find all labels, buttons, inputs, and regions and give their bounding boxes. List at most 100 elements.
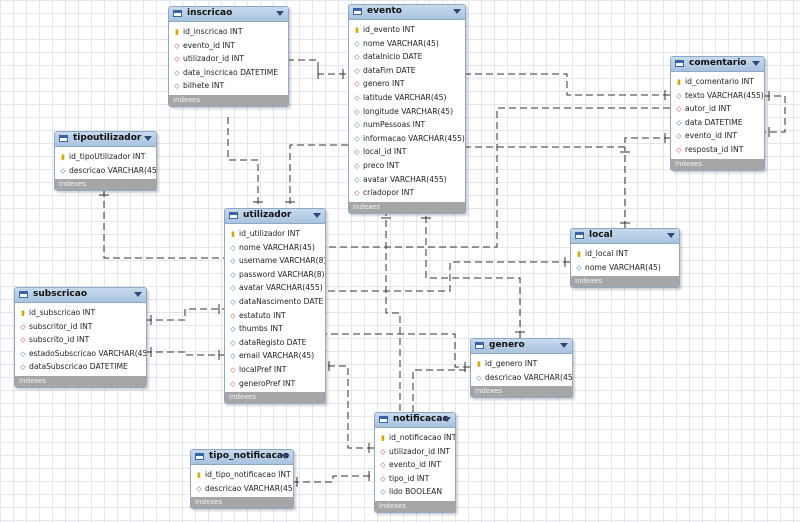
column-row[interactable]: ◇subscrito_id INT xyxy=(15,333,146,347)
column-row[interactable]: ◇password VARCHAR(8) xyxy=(225,268,325,282)
foreign-key-icon: ◇ xyxy=(230,379,236,388)
column-row[interactable]: ◇dataFim DATE xyxy=(349,64,465,78)
indexes-section[interactable]: Indexes xyxy=(671,158,764,170)
table-header[interactable]: inscricao xyxy=(169,7,288,22)
table-genero[interactable]: genero ▮id_genero INT◇descricao VARCHAR(… xyxy=(470,338,573,399)
column-row[interactable]: ◇estatuto INT xyxy=(225,309,325,323)
collapse-arrow-icon[interactable] xyxy=(443,417,451,422)
collapse-arrow-icon[interactable] xyxy=(276,11,284,16)
column-row[interactable]: ◇local_id INT xyxy=(349,145,465,159)
table-header[interactable]: tipoutilizador xyxy=(55,132,156,147)
column-row[interactable]: ◇evento_id INT xyxy=(169,39,288,53)
indexes-section[interactable]: Indexes xyxy=(471,386,572,398)
column-row[interactable]: ◇evento_id INT xyxy=(375,458,455,472)
table-notificacao[interactable]: notificacao ▮id_notificacao INT◇utilizad… xyxy=(374,412,456,513)
column-row[interactable]: ◇lido BOOLEAN xyxy=(375,485,455,499)
column-row[interactable]: ◇dataRegisto DATE xyxy=(225,336,325,350)
table-header[interactable]: evento xyxy=(349,5,465,20)
column-list: ▮id_subscricao INT◇subscritor_id INT◇sub… xyxy=(15,303,146,374)
column-row[interactable]: ◇descricao VARCHAR(45) xyxy=(471,371,572,385)
table-local[interactable]: local ▮id_local INT◇nome VARCHAR(45) Ind… xyxy=(570,228,680,289)
column-row[interactable]: ◇criadopor INT xyxy=(349,186,465,200)
column-row[interactable]: ◇resposta_id INT xyxy=(671,143,764,157)
column-label: nome VARCHAR(45) xyxy=(585,262,661,272)
column-row[interactable]: ◇thumbs INT xyxy=(225,322,325,336)
column-row[interactable]: ◇nome VARCHAR(45) xyxy=(571,261,679,275)
collapse-arrow-icon[interactable] xyxy=(752,61,760,66)
table-header[interactable]: local xyxy=(571,229,679,244)
indexes-section[interactable]: Indexes xyxy=(375,500,455,512)
indexes-section[interactable]: Indexes xyxy=(169,94,288,106)
column-row[interactable]: ▮id_tipo_notificacao INT xyxy=(191,468,293,482)
column-row[interactable]: ◇localPref INT xyxy=(225,363,325,377)
column-row[interactable]: ◇preco INT xyxy=(349,159,465,173)
column-row[interactable]: ▮id_comentario INT xyxy=(671,75,764,89)
column-row[interactable]: ◇username VARCHAR(8) xyxy=(225,254,325,268)
collapse-arrow-icon[interactable] xyxy=(134,292,142,297)
column-row[interactable]: ◇data_inscricao DATETIME xyxy=(169,66,288,80)
column-row[interactable]: ◇avatar VARCHAR(455) xyxy=(225,281,325,295)
collapse-arrow-icon[interactable] xyxy=(560,343,568,348)
column-row[interactable]: ◇latitude VARCHAR(45) xyxy=(349,91,465,105)
column-row[interactable]: ◇utilizador_id INT xyxy=(169,52,288,66)
column-icon: ◇ xyxy=(174,68,180,77)
table-utilizador[interactable]: utilizador ▮id_utilizador INT◇nome VARCH… xyxy=(224,208,326,405)
indexes-section[interactable]: Indexes xyxy=(191,497,293,509)
column-row[interactable]: ◇avatar VARCHAR(455) xyxy=(349,173,465,187)
column-row[interactable]: ▮id_subscricao INT xyxy=(15,306,146,320)
column-row[interactable]: ◇nome VARCHAR(45) xyxy=(225,241,325,255)
column-row[interactable]: ▮id_notificacao INT xyxy=(375,431,455,445)
table-evento[interactable]: evento ▮id_evento INT◇nome VARCHAR(45)◇d… xyxy=(348,4,466,214)
indexes-section[interactable]: Indexes xyxy=(349,201,465,213)
column-row[interactable]: ▮id_tipoUtilizador INT xyxy=(55,150,156,164)
column-row[interactable]: ▮id_local INT xyxy=(571,247,679,261)
column-row[interactable]: ◇nome VARCHAR(45) xyxy=(349,37,465,51)
column-row[interactable]: ◇data DATETIME xyxy=(671,116,764,130)
table-header[interactable]: notificacao xyxy=(375,413,455,428)
column-row[interactable]: ◇email VARCHAR(45) xyxy=(225,349,325,363)
column-row[interactable]: ◇autor_id INT xyxy=(671,102,764,116)
table-header[interactable]: subscricao xyxy=(15,288,146,303)
column-row[interactable]: ◇dataSubscricao DATETIME xyxy=(15,360,146,374)
indexes-section[interactable]: Indexes xyxy=(225,392,325,404)
collapse-arrow-icon[interactable] xyxy=(667,233,675,238)
indexes-section[interactable]: Indexes xyxy=(571,276,679,288)
column-row[interactable]: ◇subscritor_id INT xyxy=(15,320,146,334)
column-row[interactable]: ◇longitude VARCHAR(45) xyxy=(349,105,465,119)
column-row[interactable]: ◇evento_id INT xyxy=(671,129,764,143)
table-tipo-notificacao[interactable]: tipo_notificacao ▮id_tipo_notificacao IN… xyxy=(190,449,294,510)
column-row[interactable]: ◇utilizador_id INT xyxy=(375,445,455,459)
column-row[interactable]: ◇genero INT xyxy=(349,77,465,91)
table-comentario[interactable]: comentario ▮id_comentario INT◇texto VARC… xyxy=(670,56,765,171)
column-row[interactable]: ◇generoPref INT xyxy=(225,377,325,391)
table-header[interactable]: genero xyxy=(471,339,572,354)
collapse-arrow-icon[interactable] xyxy=(453,9,461,14)
column-row[interactable]: ◇bilhete INT xyxy=(169,79,288,93)
column-row[interactable]: ◇tipo_id INT xyxy=(375,472,455,486)
column-icon: ◇ xyxy=(20,363,26,372)
table-header[interactable]: tipo_notificacao xyxy=(191,450,293,465)
collapse-arrow-icon[interactable] xyxy=(144,136,152,141)
column-row[interactable]: ▮id_evento INT xyxy=(349,23,465,37)
table-header[interactable]: comentario xyxy=(671,57,764,72)
column-row[interactable]: ◇descricao VARCHAR(45) xyxy=(55,164,156,178)
collapse-arrow-icon[interactable] xyxy=(313,213,321,218)
column-row[interactable]: ▮id_inscricao INT xyxy=(169,25,288,39)
primary-key-icon: ▮ xyxy=(175,28,179,36)
indexes-section[interactable]: Indexes xyxy=(15,375,146,387)
table-tipoutilizador[interactable]: tipoutilizador ▮id_tipoUtilizador INT◇de… xyxy=(54,131,157,192)
column-row[interactable]: ◇dataInicio DATE xyxy=(349,50,465,64)
column-row[interactable]: ◇informacao VARCHAR(455) xyxy=(349,132,465,146)
column-row[interactable]: ▮id_genero INT xyxy=(471,357,572,371)
collapse-arrow-icon[interactable] xyxy=(281,454,289,459)
table-subscricao[interactable]: subscricao ▮id_subscricao INT◇subscritor… xyxy=(14,287,147,388)
column-row[interactable]: ◇descricao VARCHAR(45) xyxy=(191,482,293,496)
column-row[interactable]: ◇texto VARCHAR(455) xyxy=(671,89,764,103)
column-row[interactable]: ◇estadoSubscricao VARCHAR(45) xyxy=(15,347,146,361)
column-row[interactable]: ◇dataNascimento DATE xyxy=(225,295,325,309)
indexes-section[interactable]: Indexes xyxy=(55,179,156,191)
table-inscricao[interactable]: inscricao ▮id_inscricao INT◇evento_id IN… xyxy=(168,6,289,107)
table-header[interactable]: utilizador xyxy=(225,209,325,224)
column-row[interactable]: ▮id_utilizador INT xyxy=(225,227,325,241)
column-row[interactable]: ◇numPessoas INT xyxy=(349,118,465,132)
